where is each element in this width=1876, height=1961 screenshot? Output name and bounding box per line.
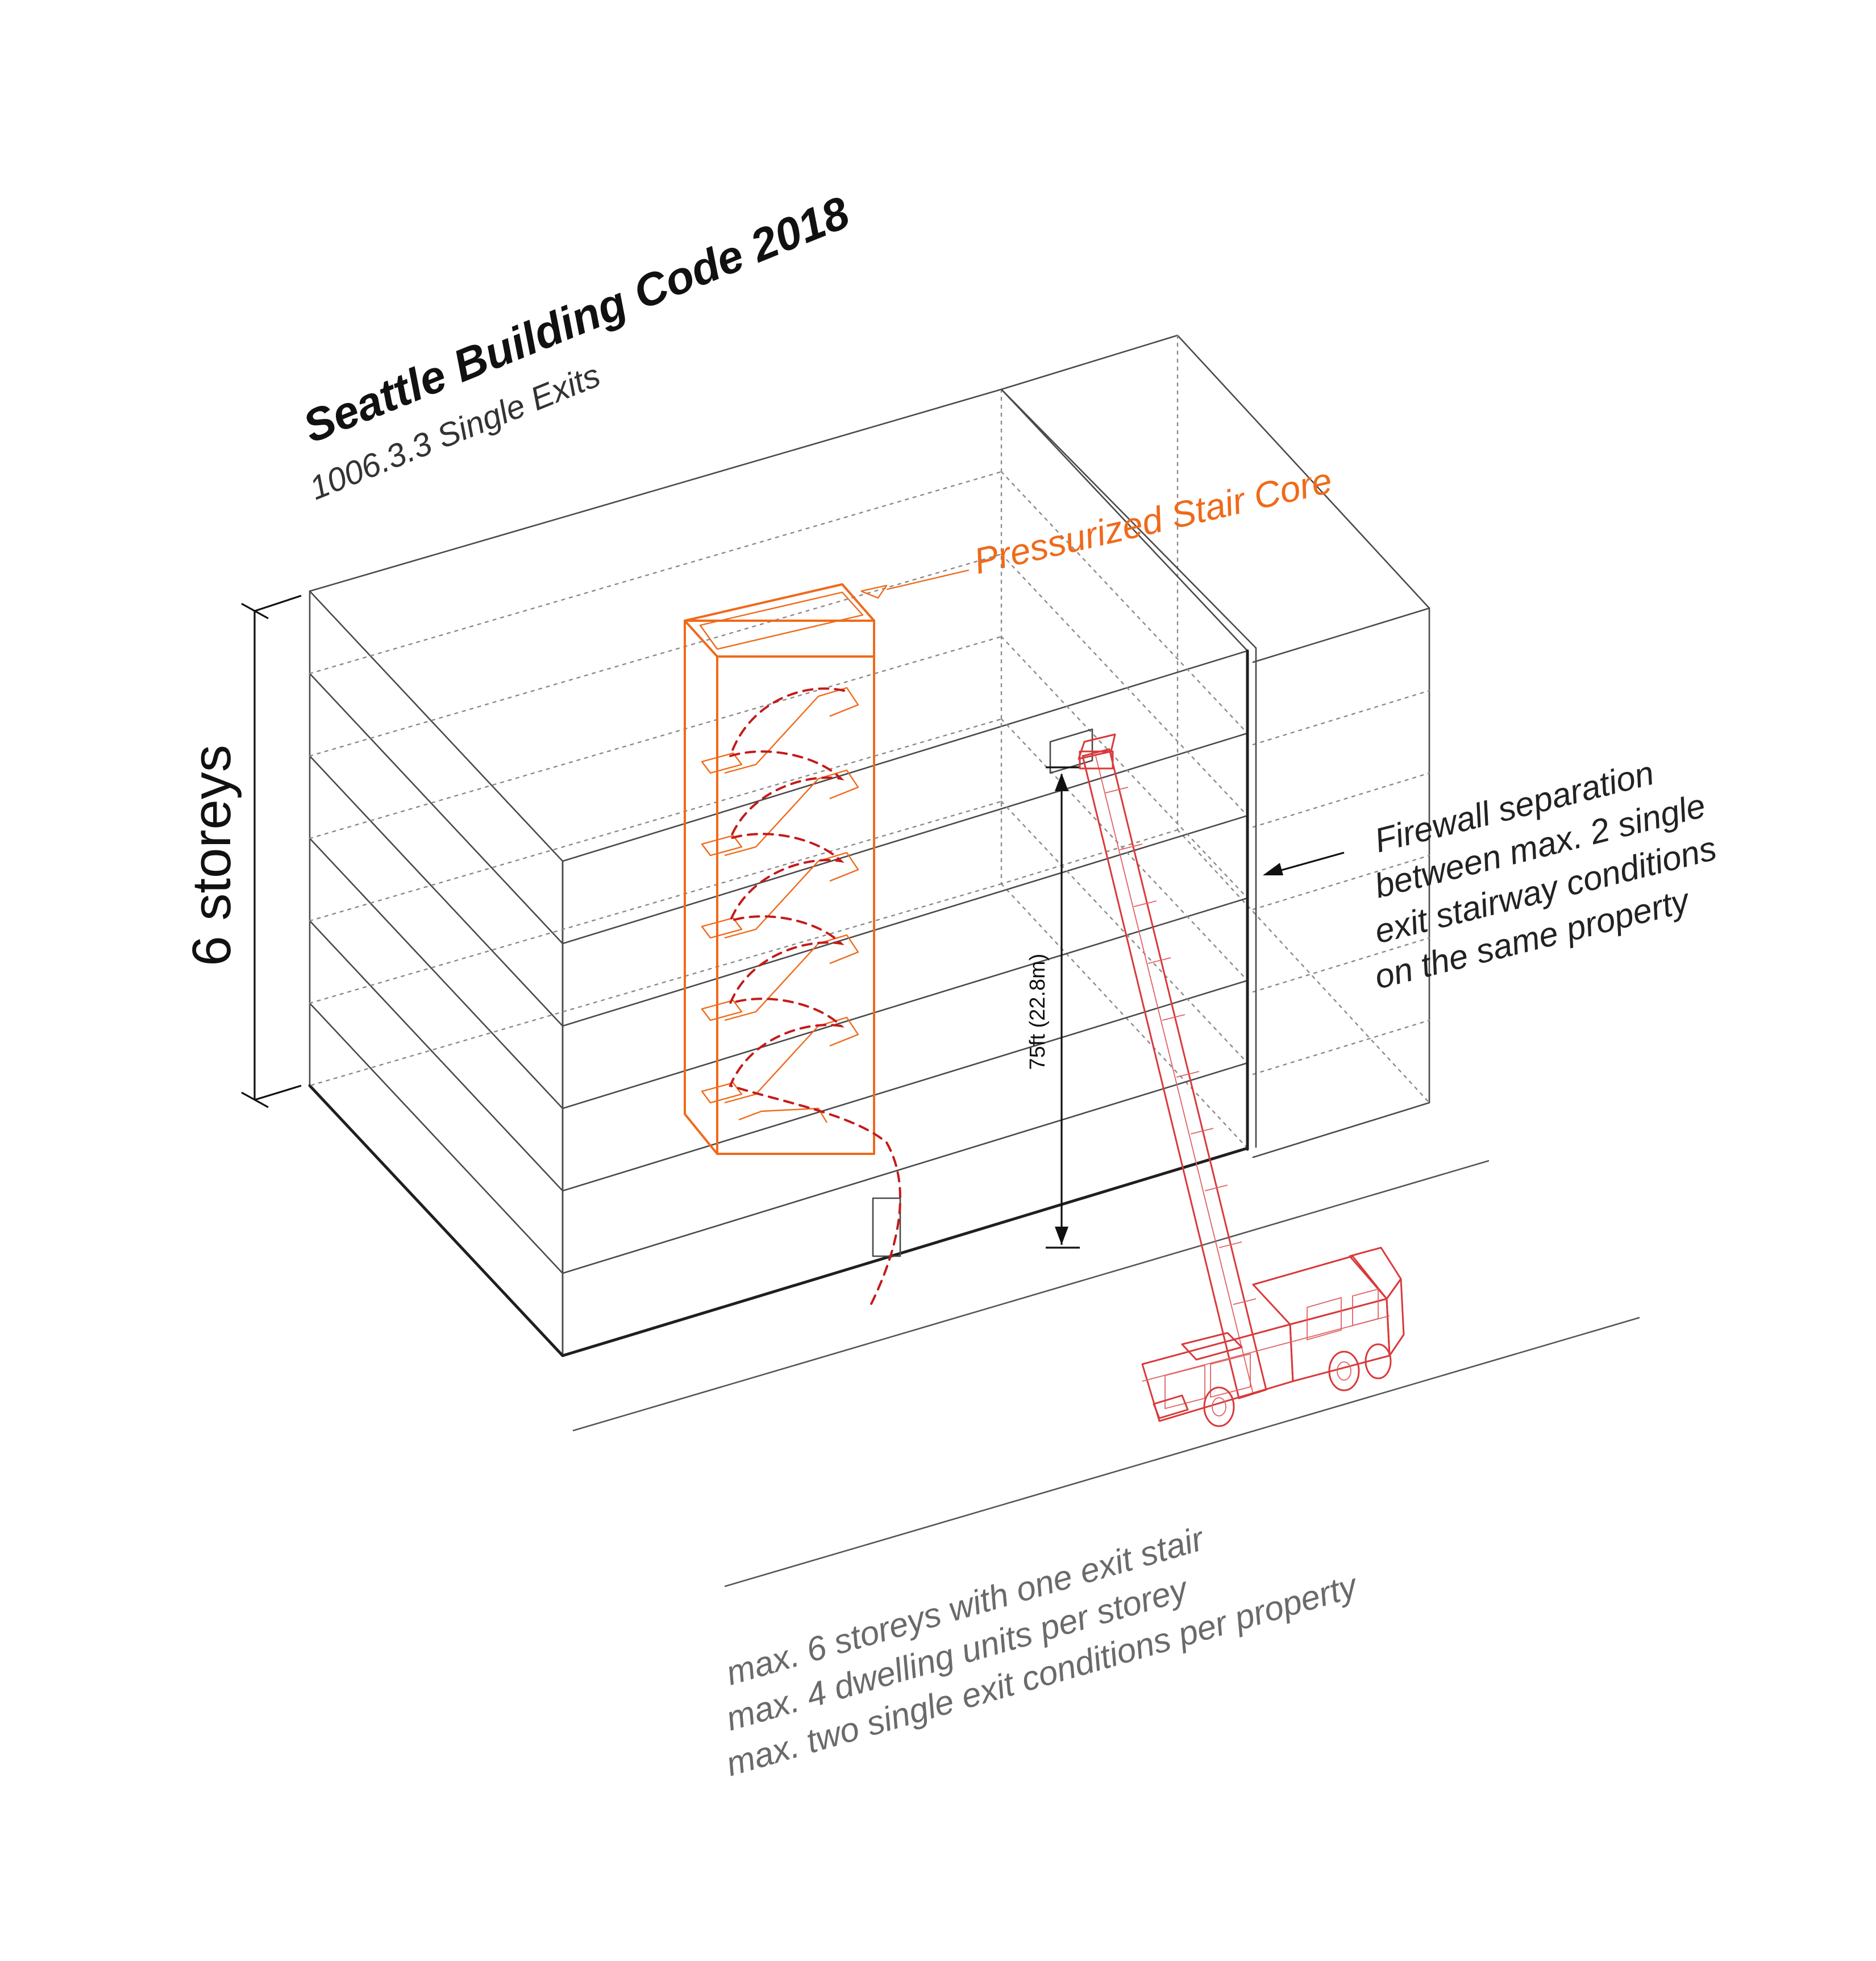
- truck-wheel: [1328, 1351, 1360, 1391]
- pressurized-stair-core: [684, 583, 901, 1308]
- dimension-arrow-bottom: [1055, 1227, 1068, 1245]
- stair-core-leader: [860, 569, 970, 599]
- firewall-note: Firewall separation between max. 2 singl…: [1371, 754, 1720, 996]
- egress-path: [728, 687, 901, 1308]
- diagram-title: Seattle Building Code 2018: [296, 186, 856, 452]
- dimension-arrow-top: [1055, 773, 1068, 791]
- stair-core-label: Pressurized Stair Core: [970, 460, 1336, 582]
- main-building: [308, 388, 1249, 1357]
- firewall-leader: [1263, 851, 1345, 875]
- storeys-dimension: [241, 595, 302, 1108]
- ladder-height-label: 75ft (22.8m): [1026, 954, 1050, 1070]
- storeys-label: 6 storeys: [181, 745, 242, 966]
- title-block: Seattle Building Code 2018 1006.3.3 Sing…: [296, 186, 856, 507]
- adjacent-building: [1000, 334, 1430, 1158]
- truck-wheel: [1203, 1386, 1235, 1427]
- stair-flights: [701, 687, 859, 1123]
- firewall-arrow: [1263, 863, 1283, 875]
- fire-truck-icon: [1078, 733, 1405, 1427]
- firewall: [1000, 388, 1257, 1151]
- street-lines: [572, 1160, 1640, 1588]
- ladder-height-dimension: [1046, 766, 1080, 1249]
- truck-wheel: [1365, 1343, 1392, 1380]
